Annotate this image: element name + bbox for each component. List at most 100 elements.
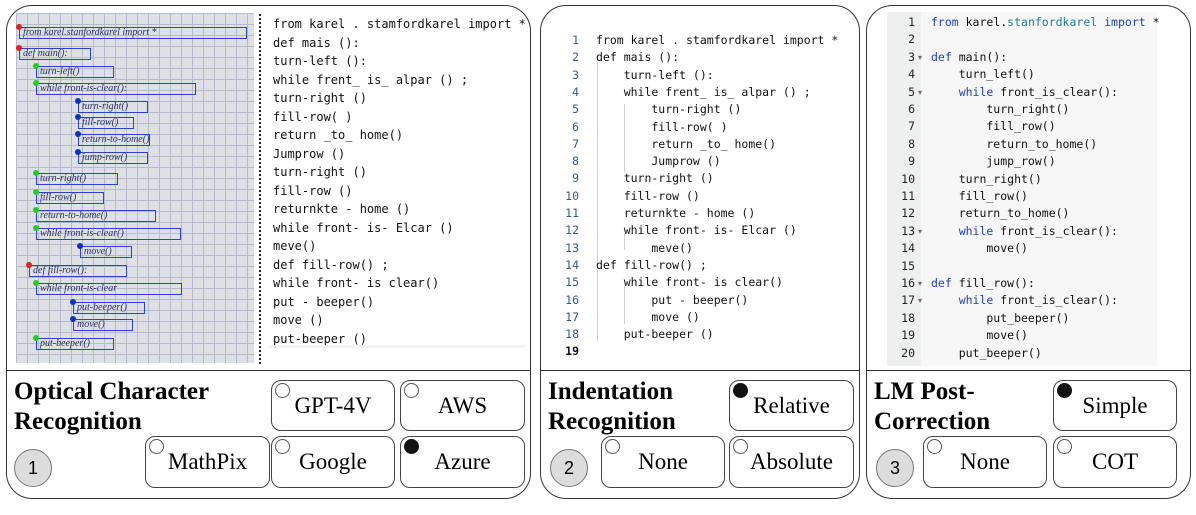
- line-number: 19: [565, 344, 579, 359]
- indent-guide: [624, 104, 625, 172]
- corrected-code-view: [921, 12, 1157, 366]
- code-line: move(): [931, 328, 1028, 343]
- detected-line-box: def fill-row():: [29, 265, 127, 277]
- ocr-line: put - beeper(): [273, 294, 375, 309]
- detected-line-box: put-beeper(): [36, 338, 114, 350]
- step-number-badge: 2: [550, 449, 588, 487]
- fold-arrow-icon[interactable]: ▾: [918, 226, 923, 236]
- line-number: 10: [901, 171, 915, 186]
- line-number: 9: [572, 171, 579, 186]
- option-cot[interactable]: COT: [1053, 436, 1177, 488]
- ocr-line: turn-right (): [273, 91, 367, 105]
- line-number: 18: [565, 327, 579, 342]
- code-line: put - beeper(): [596, 292, 749, 307]
- line-number: 12: [901, 206, 915, 221]
- option-aws[interactable]: AWS: [400, 380, 525, 431]
- post-correction-title-line1: LM Post-: [874, 378, 975, 405]
- line-marker-dot: [77, 243, 83, 249]
- radio-icon[interactable]: [605, 439, 620, 454]
- option-azure[interactable]: Azure: [400, 436, 525, 488]
- radio-icon[interactable]: [404, 383, 419, 398]
- code-line: while front- is clear(): [596, 275, 783, 290]
- code-line: put-beeper (): [596, 327, 714, 342]
- code-line: turn_right(): [931, 102, 1070, 116]
- code-line: while frent_ is_ alpar () ;: [596, 84, 811, 99]
- radio-icon[interactable]: [927, 439, 942, 454]
- line-marker-dot: [70, 316, 76, 322]
- code-line: while front_is_clear():: [958, 84, 1118, 99]
- code-line: turn-right (): [596, 102, 742, 117]
- detected-line-box: put-beeper(): [73, 302, 145, 314]
- indent-guide: [624, 286, 625, 324]
- option-absolute[interactable]: Absolute: [729, 436, 854, 488]
- line-marker-dot: [75, 114, 81, 120]
- step-number-badge: 3: [876, 449, 914, 487]
- option-relative[interactable]: Relative: [729, 380, 854, 431]
- line-marker-dot: [33, 63, 39, 69]
- code-line: return_to_home(): [931, 206, 1070, 221]
- detected-line-box: from karel.stanfordkarel import *: [19, 27, 247, 39]
- option-mathpix[interactable]: MathPix: [145, 436, 270, 488]
- option-label: Relative: [753, 392, 830, 418]
- radio-selected-icon[interactable]: [404, 439, 419, 454]
- code-line: meve(): [596, 240, 693, 255]
- line-number: 11: [901, 189, 915, 203]
- ocr-line: def mais ():: [273, 35, 360, 50]
- option-label: Google: [299, 449, 367, 474]
- code-line: turn_right(): [931, 171, 1042, 186]
- option-none[interactable]: None: [601, 436, 725, 488]
- line-marker-dot: [33, 170, 39, 176]
- ocr-line: Jumprow (): [273, 146, 346, 161]
- detected-line-box: turn-right(): [36, 173, 118, 185]
- radio-icon[interactable]: [733, 439, 748, 454]
- fold-arrow-icon[interactable]: ▾: [918, 52, 923, 62]
- radio-icon[interactable]: [1057, 439, 1072, 454]
- option-label: MathPix: [167, 449, 248, 474]
- line-number: 10: [565, 188, 579, 203]
- line-number: 8: [908, 136, 915, 151]
- ocr-line: returnkte - home (): [273, 202, 411, 216]
- line-marker-dot: [33, 207, 39, 213]
- fold-arrow-icon[interactable]: ▾: [918, 279, 923, 288]
- post-correction-title-line2: Correction: [874, 408, 991, 435]
- code-line: turn-right (): [596, 171, 714, 186]
- option-label: AWS: [437, 392, 488, 418]
- line-number: 1: [572, 33, 579, 47]
- option-gpt4v[interactable]: GPT-4V: [271, 380, 395, 431]
- line-number: 6: [908, 102, 915, 116]
- detected-line-box: fill-row(): [36, 192, 104, 204]
- detected-line-box: move(): [80, 246, 132, 258]
- radio-icon[interactable]: [275, 383, 290, 398]
- line-marker-dot: [70, 299, 76, 305]
- code-line: while front_is_clear():: [958, 223, 1118, 238]
- line-number: 15: [565, 275, 579, 290]
- option-label: COT: [1092, 449, 1138, 474]
- code-line: def fill-row() ;: [596, 257, 707, 272]
- ocr-line: meve(): [273, 239, 317, 253]
- line-number: 8: [572, 154, 579, 169]
- indentation-title-line1: Indentation: [548, 378, 674, 405]
- detected-line-box: jump-row(): [78, 152, 148, 164]
- radio-selected-icon[interactable]: [733, 383, 748, 398]
- option-none[interactable]: None: [923, 436, 1047, 488]
- code-line: turn_left(): [931, 67, 1035, 82]
- line-number: 5: [572, 102, 579, 117]
- ocr-line: from karel . stamfordkarel import *: [273, 17, 526, 31]
- line-marker-dot: [16, 24, 22, 30]
- code-line: put_beeper(): [931, 310, 1070, 325]
- option-google[interactable]: Google: [271, 436, 395, 488]
- detected-line-box: return-to-home(): [36, 210, 156, 222]
- radio-selected-icon[interactable]: [1057, 383, 1072, 398]
- fold-arrow-icon[interactable]: ▾: [918, 87, 923, 97]
- code-line: fill_row(): [931, 189, 1028, 203]
- radio-icon[interactable]: [149, 439, 164, 454]
- fold-arrow-icon[interactable]: ▾: [918, 296, 923, 306]
- ocr-line: move (): [273, 313, 324, 327]
- option-simple[interactable]: Simple: [1053, 380, 1177, 431]
- panel-divider: [867, 370, 1190, 371]
- code-line: Jumprow (): [596, 154, 721, 169]
- ocr-line: put-beeper (): [273, 331, 367, 346]
- radio-icon[interactable]: [275, 439, 290, 454]
- code-line: returnkte - home (): [596, 206, 756, 220]
